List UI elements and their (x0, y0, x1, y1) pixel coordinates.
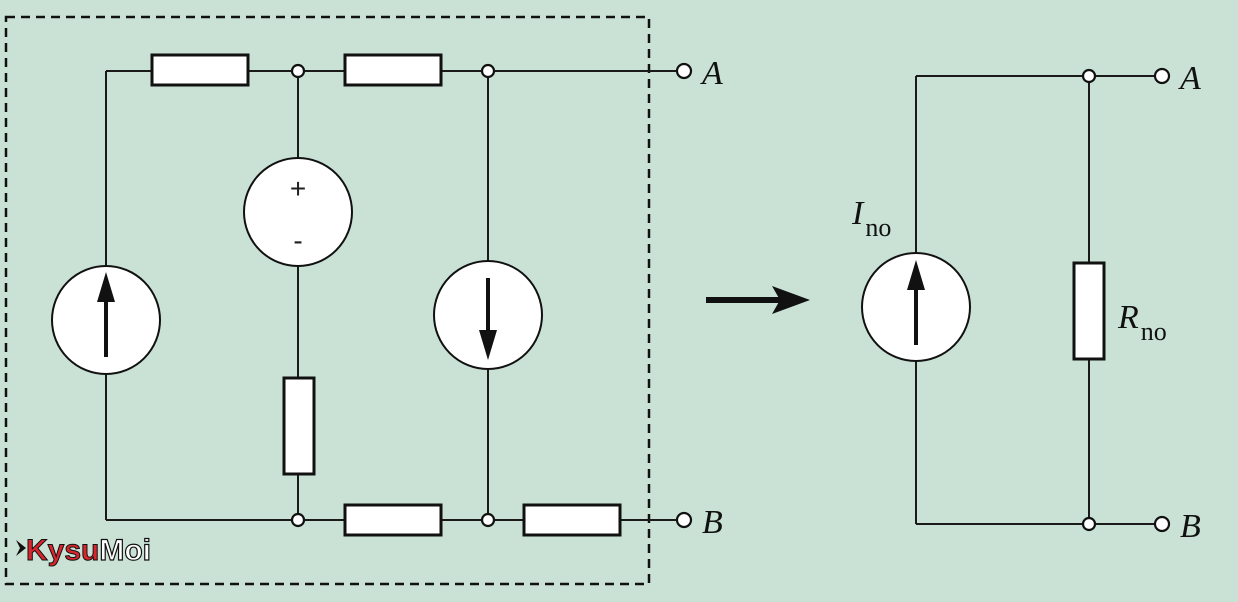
arrow-down-icon (479, 330, 497, 360)
resistor-top-left (150, 53, 250, 87)
terminal-b-label: B (1180, 508, 1201, 545)
norton-current-source (861, 252, 971, 362)
logo-part-1: Kysu (26, 534, 99, 567)
terminal-a-label: A (700, 55, 723, 92)
junction-node (290, 512, 306, 528)
logo-mark-icon (16, 540, 26, 556)
plus-sign: + (290, 173, 306, 204)
junction-node (1081, 68, 1097, 84)
network-boundary (4, 15, 651, 586)
current-source-up (51, 265, 161, 375)
arrow-up-icon (97, 272, 115, 302)
terminal-a-label: A (1178, 60, 1201, 97)
equivalence-arrow (706, 286, 810, 314)
terminal-b-node (1153, 515, 1171, 533)
junction-node (480, 512, 496, 528)
kysumoi-logo: KysuMoi (16, 533, 152, 568)
terminal-b-node (675, 511, 693, 529)
logo-text: KysuMoi (26, 534, 151, 567)
terminal-a-node (675, 62, 693, 80)
terminal-b-label: B (702, 504, 723, 541)
current-source-down (433, 260, 543, 370)
arrow-right-icon (772, 286, 810, 314)
voltage-source: + - (243, 157, 353, 267)
right-circuit: A B Ino Rno (851, 60, 1201, 545)
left-circuit: + - A B (51, 53, 723, 541)
resistor-bottom-right (522, 503, 622, 537)
current-subscript: no (865, 213, 891, 242)
resistor-top-right (343, 53, 443, 87)
resistance-subscript: no (1141, 317, 1167, 346)
norton-resistance-label: Rno (1117, 299, 1167, 346)
minus-sign: - (293, 225, 302, 256)
resistance-symbol: R (1117, 299, 1139, 336)
resistor-bottom-left (343, 503, 443, 537)
norton-resistor (1072, 261, 1106, 361)
junction-node (290, 63, 306, 79)
norton-current-label: Ino (851, 195, 891, 242)
current-symbol: I (851, 195, 865, 232)
terminal-a-node (1153, 67, 1171, 85)
arrow-up-icon (907, 260, 925, 290)
logo-part-2: Moi (99, 534, 151, 567)
junction-node (1081, 516, 1097, 532)
junction-node (480, 63, 496, 79)
resistor-middle-vertical (282, 376, 316, 476)
